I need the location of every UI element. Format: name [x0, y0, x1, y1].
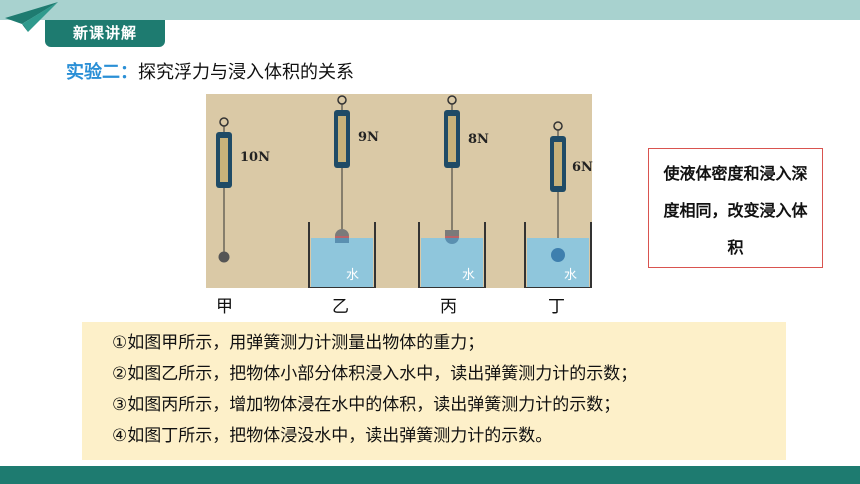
top-banner	[0, 0, 860, 20]
spring-scale-illustration	[216, 95, 592, 288]
paper-plane-icon	[5, 2, 58, 32]
water-label-ding: 水	[564, 268, 578, 283]
caption-jia: 甲	[216, 297, 233, 317]
procedure-steps: ①如图甲所示，用弹簧测力计测量出物体的重力； ②如图乙所示，把物体小部分体积浸入…	[82, 322, 786, 460]
step-2: ②如图乙所示，把物体小部分体积浸入水中，读出弹簧测力计的示数；	[112, 364, 638, 384]
step-3: ③如图丙所示，增加物体浸在水中的体积，读出弹簧测力计的示数；	[112, 395, 621, 415]
caption-bing: 丙	[440, 297, 457, 317]
spring-scale-jia	[216, 117, 232, 263]
condition-note: 使液体密度和浸入深度相同，改变浸入体积	[648, 148, 823, 268]
caption-yi: 乙	[332, 297, 349, 317]
bottom-banner	[0, 466, 860, 484]
experiment-label: 实验二：	[66, 62, 138, 83]
reading-bing: 8N	[468, 132, 489, 147]
water-label-yi: 水	[346, 268, 360, 283]
reading-yi: 9N	[358, 130, 379, 145]
reading-jia: 10N	[240, 150, 270, 165]
spring-scale-bing	[444, 95, 460, 230]
reading-ding: 6N	[572, 160, 593, 175]
beaker-yi	[308, 222, 376, 288]
experiment-title: 实验二：探究浮力与浸入体积的关系	[66, 58, 354, 84]
step-1: ①如图甲所示，用弹簧测力计测量出物体的重力；	[112, 333, 485, 353]
water-label-bing: 水	[462, 268, 476, 283]
beaker-bing	[418, 222, 486, 288]
experiment-figure: 10N 9N 8N 6N 水 水 水	[206, 94, 593, 288]
experiment-topic: 探究浮力与浸入体积的关系	[138, 62, 354, 83]
spring-scale-yi	[334, 95, 350, 230]
caption-ding: 丁	[548, 297, 565, 317]
step-4: ④如图丁所示，把物体浸没水中，读出弹簧测力计的示数。	[112, 426, 553, 446]
section-tag: 新课讲解	[45, 20, 165, 47]
beaker-ding	[524, 222, 592, 288]
spring-scale-ding	[550, 121, 566, 248]
